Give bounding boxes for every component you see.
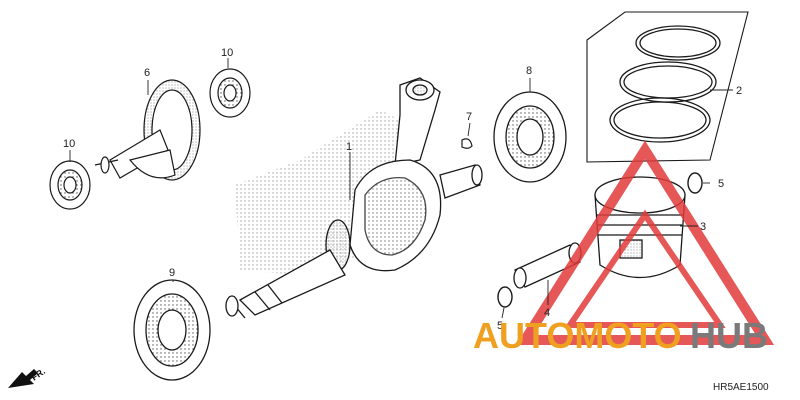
front-direction-arrow: FR. [8, 366, 47, 388]
watermark-brand-part1: AUTOMOTO [473, 315, 682, 356]
bearing-9[interactable] [133, 279, 211, 381]
callout-9: 9 [169, 267, 175, 279]
bearing-10-lower[interactable] [49, 160, 91, 210]
callout-3: 3 [700, 221, 706, 233]
piston-pin-clip-5-right[interactable] [687, 172, 703, 194]
callout-6: 6 [144, 67, 150, 79]
watermark-brand-part2: HUB [690, 315, 768, 356]
callout-5-left: 5 [497, 320, 503, 332]
bearing-10-upper[interactable] [209, 68, 251, 118]
callout-10-upper: 10 [221, 47, 233, 59]
callout-7: 7 [466, 111, 472, 123]
callout-4: 4 [544, 307, 550, 319]
callout-8: 8 [526, 65, 532, 77]
balancer-shaft-part[interactable] [94, 79, 201, 181]
callout-5-right: 5 [718, 178, 724, 190]
callout-10-lower: 10 [63, 138, 75, 150]
callout-1: 1 [346, 141, 352, 153]
drawing-code: HR5AE1500 [713, 382, 769, 393]
leader-lines [69, 58, 733, 319]
piston-pin-clip-5-left[interactable] [497, 286, 513, 308]
front-label: FR. [29, 366, 47, 383]
watermark-logo [515, 140, 775, 345]
callout-2: 2 [736, 85, 742, 97]
piston-rings-2[interactable] [586, 11, 749, 163]
watermark-text: AUTOMOTO HUB [473, 315, 768, 356]
woodruff-key-7[interactable] [461, 138, 473, 149]
crankshaft-part[interactable] [225, 77, 483, 319]
bearing-8[interactable] [493, 91, 567, 183]
